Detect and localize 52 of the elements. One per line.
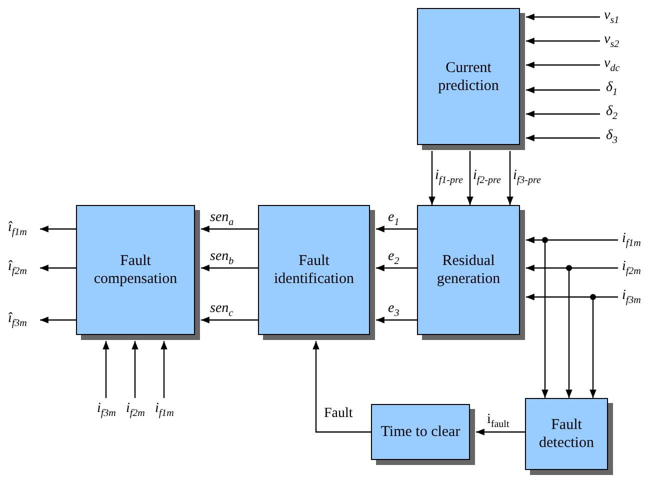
arrow: [542, 240, 548, 398]
arrow: [376, 316, 417, 324]
edge-label: i$_{f1-pre}$: [435, 168, 463, 186]
edge-label: i$_{f2-pre}$: [473, 168, 501, 186]
edge-label: e$_{3}$: [388, 301, 400, 319]
edge-label: i$_{fault}$: [487, 412, 510, 430]
edge-label: î$_{f3m}$: [8, 311, 27, 329]
edge-label: i$_{f1m}$: [622, 231, 641, 249]
arrow: [566, 268, 572, 398]
arrow: [40, 316, 76, 324]
edge-label: v$_{dc}$: [604, 56, 620, 74]
edge-label: v$_{s1}$: [604, 8, 620, 26]
box-title: Fault compensation: [92, 252, 178, 288]
box-title: Time to clear: [380, 423, 460, 441]
arrow: [476, 428, 525, 436]
edge-label: i$_{f3m}$: [622, 288, 641, 306]
edge-label: i$_{f1m}$: [155, 401, 174, 419]
edge-label: e$_{2}$: [388, 249, 400, 267]
box-title: Fault detection: [538, 416, 595, 452]
edge-label: sen$_{c}$: [210, 301, 234, 319]
arrow: [201, 316, 258, 324]
arrow: [376, 226, 417, 232]
arrow: [102, 341, 110, 398]
edge-label: δ$_{1}$: [606, 80, 618, 98]
edge-label: sen$_{a}$: [210, 210, 234, 228]
edge-label: i$_{f2m}$: [126, 401, 145, 419]
arrow: [526, 264, 618, 272]
edge-label: Fault: [324, 406, 353, 422]
box-title: Fault identification: [273, 252, 355, 288]
edge-label: i$_{f2m}$: [622, 259, 641, 277]
edge-label: î$_{f1m}$: [8, 220, 27, 238]
arrow: [40, 264, 76, 272]
edge-label: i$_{f3m}$: [97, 401, 116, 419]
arrow: [40, 226, 76, 232]
edge-label: î$_{f2m}$: [8, 259, 27, 277]
arrow: [376, 264, 417, 272]
arrow: [526, 236, 618, 244]
arrow: [201, 226, 258, 232]
arrow: [160, 341, 168, 398]
arrow: [201, 264, 258, 272]
edge-label: δ$_{3}$: [606, 128, 618, 146]
box-title: Current prediction: [437, 58, 500, 94]
edge-label: i$_{f3-pre}$: [513, 168, 541, 186]
arrow: [312, 341, 371, 433]
arrow: [590, 297, 596, 398]
edge-label: δ$_{2}$: [606, 104, 618, 122]
edge-label: v$_{s2}$: [604, 32, 620, 50]
edge-label: sen$_{b}$: [210, 249, 234, 267]
arrow: [132, 341, 138, 398]
edge-label: e$_{1}$: [388, 210, 400, 228]
box-title: Residual generation: [436, 252, 502, 288]
arrow: [526, 294, 618, 300]
